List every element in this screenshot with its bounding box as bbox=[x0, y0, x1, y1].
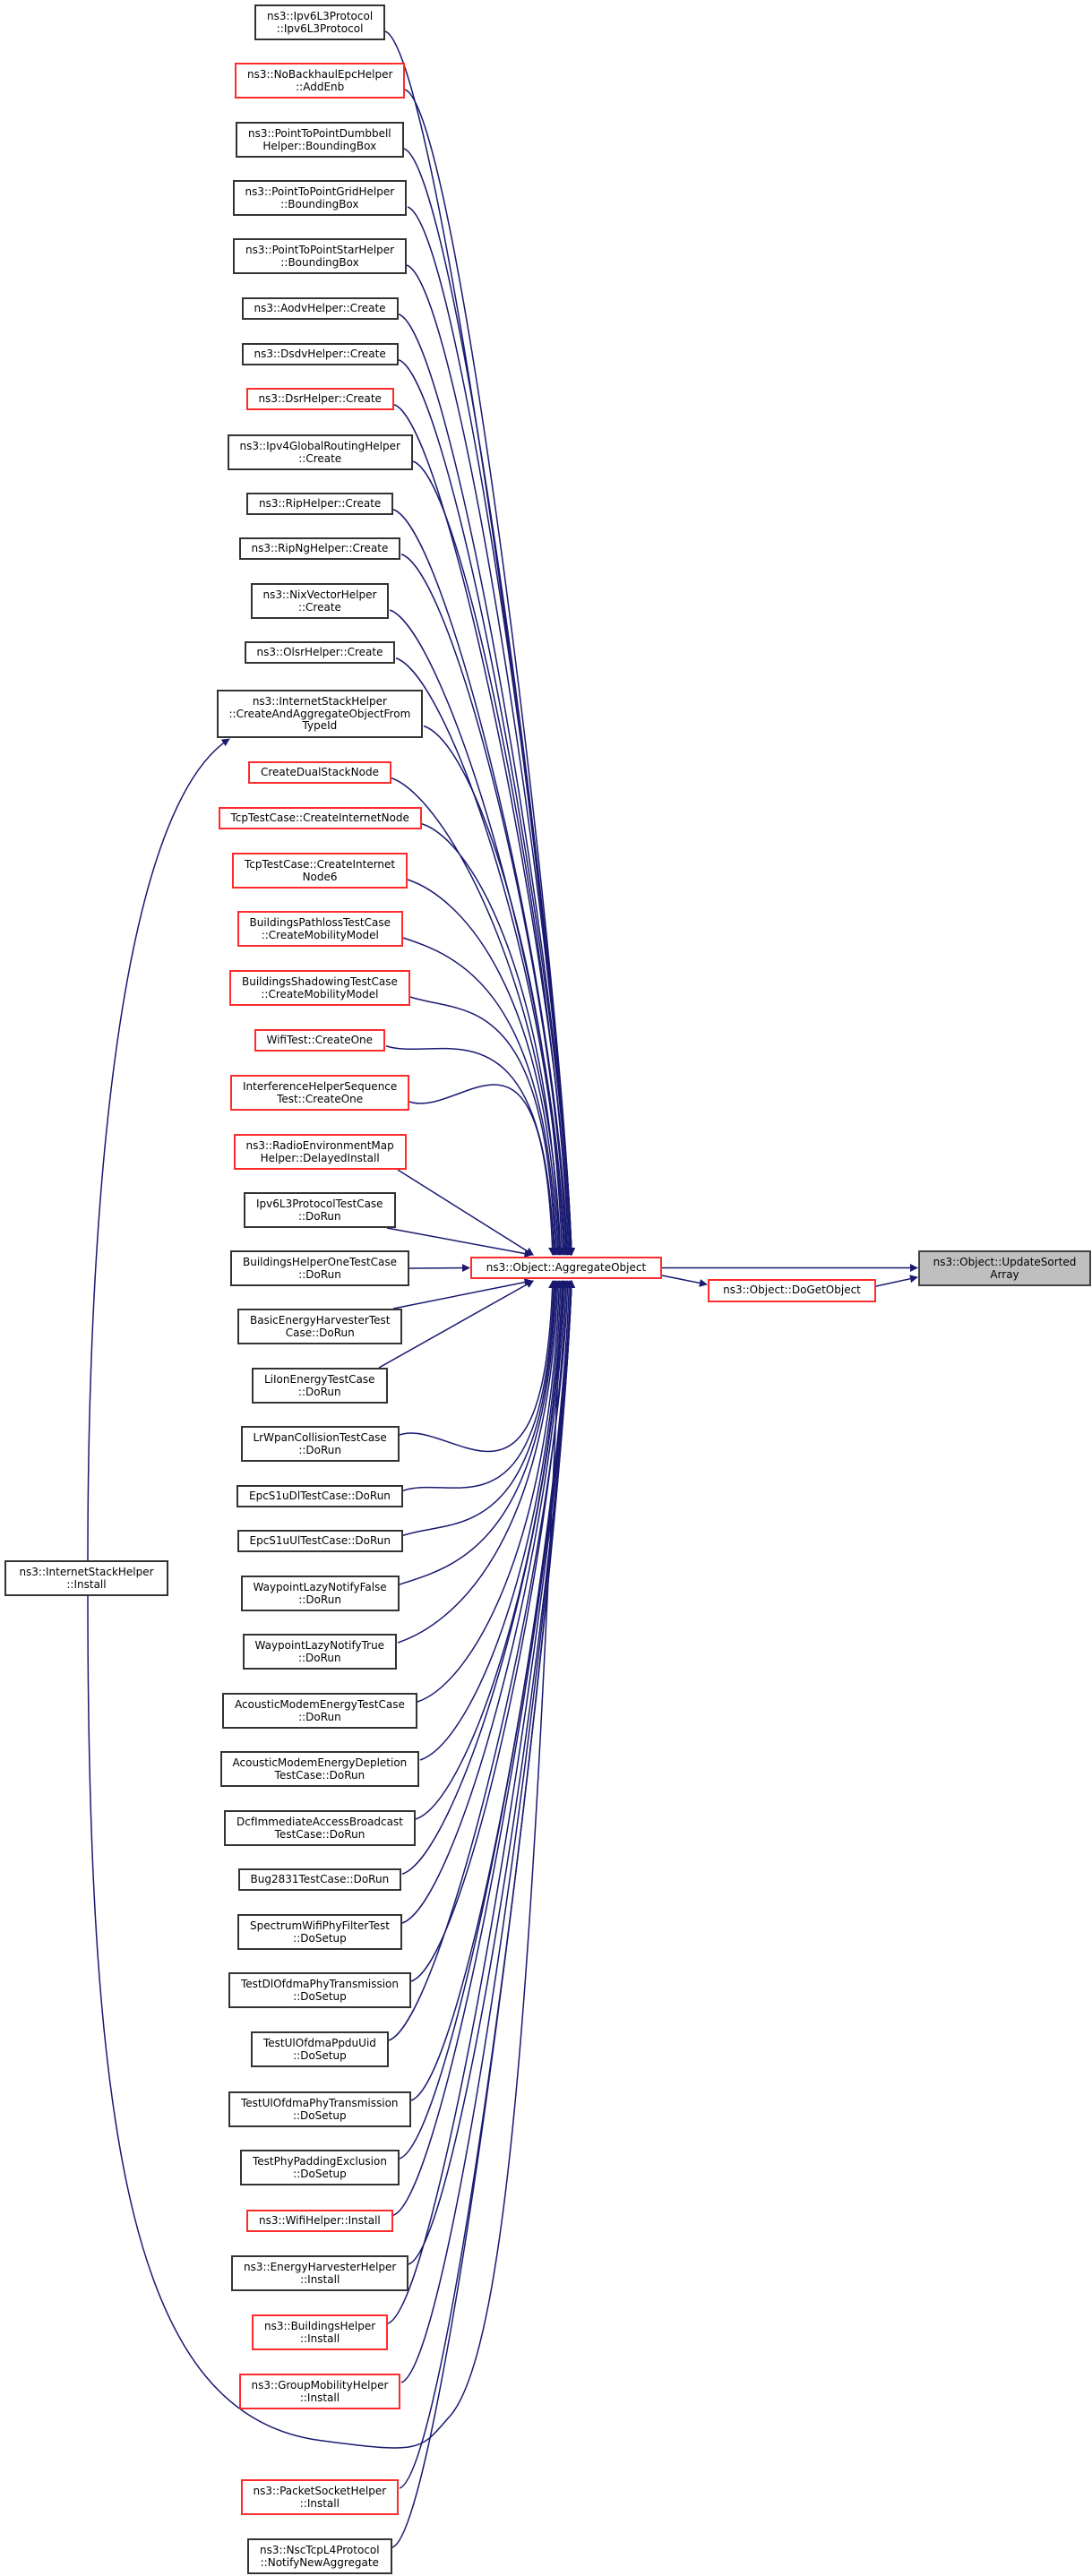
edge-to-aggregate bbox=[423, 725, 566, 1256]
edge-to-aggregate bbox=[398, 359, 575, 1256]
edge-to-aggregate bbox=[399, 1280, 575, 2160]
edge-to-aggregate bbox=[402, 1280, 559, 1536]
edge-to-aggregate bbox=[402, 1280, 558, 1491]
edge-to-aggregate bbox=[399, 1280, 557, 1453]
node-update-sorted-array[interactable]: ns3::Object::UpdateSorted Array bbox=[918, 1250, 1091, 1286]
node-caller[interactable]: TcpTestCase::CreateInternet Node6 bbox=[232, 853, 408, 889]
edge-to-aggregate bbox=[388, 1280, 572, 2041]
edge-to-aggregate bbox=[419, 1280, 565, 1761]
node-caller[interactable]: ns3::Ipv6L3Protocol ::Ipv6L3Protocol bbox=[254, 4, 386, 40]
edge-install-to-aggregate bbox=[87, 1280, 567, 2449]
edge-install-to-createandaggregate bbox=[87, 738, 230, 1561]
edge-to-aggregate bbox=[392, 1280, 576, 2216]
node-caller[interactable]: WifiTest::CreateOne bbox=[254, 1029, 386, 1052]
edge-to-aggregate bbox=[421, 823, 563, 1256]
node-caller[interactable]: ns3::RipNgHelper::Create bbox=[238, 537, 401, 560]
node-caller[interactable]: TestUlOfdmaPhyTransmission ::DoSetup bbox=[228, 2091, 411, 2127]
edge-to-aggregate bbox=[392, 1278, 533, 1309]
node-caller[interactable]: LrWpanCollisionTestCase ::DoRun bbox=[240, 1426, 400, 1462]
edge-to-aggregate bbox=[407, 879, 563, 1256]
edge-to-aggregate bbox=[408, 1264, 470, 1273]
node-caller[interactable]: WaypointLazyNotifyFalse ::DoRun bbox=[240, 1576, 400, 1611]
node-caller[interactable]: Bug2831TestCase::DoRun bbox=[237, 1868, 402, 1891]
node-caller[interactable]: ns3::WifiHelper::Install bbox=[246, 2210, 393, 2232]
edge-to-aggregate bbox=[385, 1045, 558, 1256]
node-caller[interactable]: ns3::BuildingsHelper ::Install bbox=[252, 2314, 389, 2350]
edge-to-aggregate bbox=[403, 148, 576, 1256]
edge-dogetobject-to-update bbox=[875, 1275, 918, 1287]
node-caller[interactable]: CreateDualStackNode bbox=[248, 761, 391, 784]
edge-to-aggregate bbox=[397, 1169, 534, 1256]
node-caller[interactable]: ns3::GroupMobilityHelper ::Install bbox=[238, 2374, 401, 2409]
edge-to-aggregate bbox=[391, 1280, 576, 2548]
edge-to-aggregate bbox=[400, 554, 571, 1256]
edge-to-aggregate bbox=[415, 1280, 566, 1820]
node-caller[interactable]: TcpTestCase::CreateInternetNode bbox=[218, 807, 422, 829]
node-caller[interactable]: ns3::PointToPointGridHelper ::BoundingBo… bbox=[232, 180, 408, 216]
node-caller[interactable]: TestDlOfdmaPhyTransmission ::DoSetup bbox=[228, 1972, 411, 2008]
edge-to-aggregate bbox=[397, 1280, 562, 1644]
edge-to-aggregate bbox=[389, 609, 569, 1256]
node-caller[interactable]: ns3::PacketSocketHelper ::Install bbox=[240, 2479, 400, 2515]
node-caller[interactable]: BuildingsHelperOneTestCase ::DoRun bbox=[230, 1250, 410, 1286]
node-caller[interactable]: WaypointLazyNotifyTrue ::DoRun bbox=[242, 1634, 398, 1670]
node-caller[interactable]: ns3::DsrHelper::Create bbox=[245, 388, 394, 410]
node-caller[interactable]: InterferenceHelperSequence Test::CreateO… bbox=[230, 1075, 410, 1111]
node-aggregate-object[interactable]: ns3::Object::AggregateObject bbox=[470, 1257, 662, 1279]
edge-to-aggregate bbox=[401, 1280, 568, 1875]
node-caller[interactable]: AcousticModemEnergyTestCase ::DoRun bbox=[222, 1693, 417, 1729]
node-caller[interactable]: BuildingsPathlossTestCase ::CreateMobili… bbox=[236, 911, 403, 947]
edge-to-aggregate bbox=[412, 460, 572, 1256]
edge-to-aggregate bbox=[386, 1227, 533, 1258]
edge-to-aggregate bbox=[399, 1280, 561, 1585]
node-caller[interactable]: TestUlOfdmaPpduUid ::DoSetup bbox=[251, 2031, 389, 2067]
node-do-get-object[interactable]: ns3::Object::DoGetObject bbox=[708, 1279, 876, 1302]
node-caller[interactable]: ns3::OlsrHelper::Create bbox=[244, 641, 396, 664]
node-caller[interactable]: ns3::AodvHelper::Create bbox=[241, 297, 399, 320]
edge-to-aggregate bbox=[408, 1084, 557, 1256]
edge-to-aggregate bbox=[398, 313, 576, 1256]
node-caller[interactable]: TestPhyPaddingExclusion ::DoSetup bbox=[240, 2150, 400, 2185]
node-caller[interactable]: ns3::PointToPointDumbbell Helper::Boundi… bbox=[236, 122, 404, 158]
edge-to-aggregate bbox=[402, 937, 561, 1256]
node-caller[interactable]: LiIonEnergyTestCase ::DoRun bbox=[252, 1368, 388, 1404]
node-internetstackhelper-install[interactable]: ns3::InternetStackHelper ::Install bbox=[4, 1560, 168, 1596]
node-caller[interactable]: ns3::Ipv4GlobalRoutingHelper ::Create bbox=[227, 434, 413, 470]
node-caller[interactable]: ns3::RadioEnvironmentMap Helper::Delayed… bbox=[233, 1134, 407, 1170]
node-caller[interactable]: ns3::RipHelper::Create bbox=[246, 493, 394, 515]
edge-to-aggregate bbox=[406, 264, 576, 1256]
node-caller[interactable]: EpcS1uUlTestCase::DoRun bbox=[236, 1530, 403, 1552]
node-caller[interactable]: ns3::NixVectorHelper ::Create bbox=[250, 583, 390, 619]
node-caller[interactable]: DcfImmediateAccessBroadcast TestCase::Do… bbox=[224, 1810, 416, 1846]
node-caller[interactable]: Ipv6L3ProtocolTestCase ::DoRun bbox=[244, 1192, 396, 1228]
node-caller[interactable]: ns3::NscTcpL4Protocol ::NotifyNewAggrega… bbox=[247, 2538, 392, 2574]
node-caller[interactable]: ns3::NoBackhaulEpcHelper ::AddEnb bbox=[235, 63, 406, 99]
edge-to-aggregate bbox=[401, 1280, 569, 1924]
edge-aggregate-to-dogetobject bbox=[661, 1275, 708, 1287]
node-caller[interactable]: ns3::InternetStackHelper ::CreateAndAggr… bbox=[216, 690, 424, 738]
edge-to-aggregate bbox=[409, 996, 560, 1256]
edge-to-aggregate bbox=[392, 509, 572, 1256]
node-caller[interactable]: ns3::DsdvHelper::Create bbox=[241, 343, 399, 365]
node-caller[interactable]: BasicEnergyHarvesterTest Case::DoRun bbox=[237, 1309, 403, 1344]
node-caller[interactable]: ns3::EnergyHarvesterHelper ::Install bbox=[231, 2255, 409, 2291]
node-caller[interactable]: ns3::PointToPointStarHelper ::BoundingBo… bbox=[233, 238, 408, 274]
node-caller[interactable]: AcousticModemEnergyDepletion TestCase::D… bbox=[219, 1751, 420, 1787]
edge-to-aggregate bbox=[417, 1280, 563, 1703]
edge-to-aggregate bbox=[387, 1280, 576, 2324]
node-caller[interactable]: SpectrumWifiPhyFilterTest ::DoSetup bbox=[237, 1914, 402, 1950]
node-caller[interactable]: BuildingsShadowingTestCase ::CreateMobil… bbox=[229, 970, 410, 1006]
node-caller[interactable]: EpcS1uDlTestCase::DoRun bbox=[236, 1485, 403, 1507]
edge-to-aggregate bbox=[378, 1280, 535, 1369]
